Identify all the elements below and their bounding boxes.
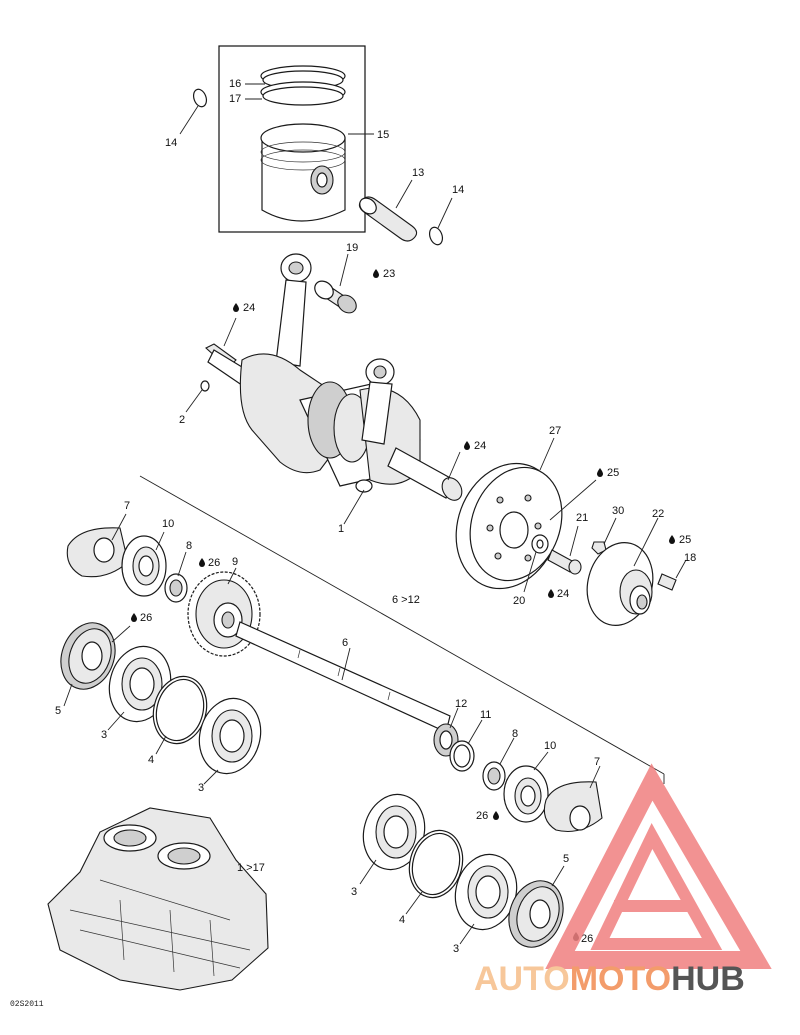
brand-text-moto: MOTO xyxy=(570,960,671,998)
callout-3: 3 xyxy=(198,782,204,794)
diagram-code: 02S2011 xyxy=(10,1000,44,1009)
oring-4-left xyxy=(152,675,208,745)
bearing-3-right-b xyxy=(454,853,518,931)
callout-25: 25 xyxy=(607,467,619,479)
drop-icon xyxy=(373,269,379,278)
piston-clip-left xyxy=(192,88,208,108)
callout-1: 1 xyxy=(338,523,344,535)
drop-icon xyxy=(548,589,554,598)
callout-14: 14 xyxy=(452,184,464,196)
oring-4-right xyxy=(408,829,464,899)
svg-text:AUTOMOTOHUB: AUTOMOTOHUB xyxy=(474,960,745,998)
drop-icon xyxy=(669,535,675,544)
washer-20 xyxy=(531,534,549,554)
callout-4: 4 xyxy=(399,914,405,926)
callout-labels: 16 17 15 14 13 14 19 23 24 2 24 27 25 1 … xyxy=(55,78,696,955)
ball-bearing-10-left xyxy=(121,535,167,597)
callout-24: 24 xyxy=(243,302,255,314)
callout-20: 20 xyxy=(513,595,525,607)
bolt-21 xyxy=(547,549,582,575)
callout-16: 16 xyxy=(229,78,241,90)
bearing-3-right-a xyxy=(362,793,426,871)
automotohub-logo xyxy=(545,763,772,969)
gear-9 xyxy=(187,571,261,657)
drive-flange-22 xyxy=(586,541,654,627)
callout-10: 10 xyxy=(162,518,174,530)
drop-icon xyxy=(233,303,239,312)
oring-2 xyxy=(200,380,210,392)
seal-8-left xyxy=(164,573,188,603)
drop-icon xyxy=(199,558,205,567)
callout-24: 24 xyxy=(474,440,486,452)
callout-14: 14 xyxy=(165,137,177,149)
cover-plate-5-left xyxy=(60,622,116,690)
callout-3: 3 xyxy=(351,886,357,898)
callout-18: 18 xyxy=(684,552,696,564)
callout-26: 26 xyxy=(476,810,488,822)
drop-icon xyxy=(464,441,470,450)
callout-23: 23 xyxy=(383,268,395,280)
automotohub-wordmark: AUTOMOTOHUB xyxy=(474,960,745,998)
drop-icon xyxy=(493,811,499,820)
bearing-3-left-b xyxy=(198,697,262,775)
callout-3: 3 xyxy=(101,729,107,741)
callout-26: 26 xyxy=(140,612,152,624)
piston xyxy=(260,123,346,222)
piston-group-frame xyxy=(218,45,366,233)
callout-25: 25 xyxy=(679,534,691,546)
callout-2: 2 xyxy=(179,414,185,426)
screw-18 xyxy=(657,573,677,591)
connecting-rod-upper xyxy=(275,253,312,367)
callout-26: 26 xyxy=(581,933,593,945)
drop-icon xyxy=(597,468,603,477)
brand-text-hub: HUB xyxy=(671,960,745,998)
callout-5: 5 xyxy=(563,853,569,865)
bracket-line xyxy=(139,475,665,784)
piston-rings xyxy=(260,65,346,106)
magneto-rotor xyxy=(455,462,563,590)
callout-6-12: 6 >12 xyxy=(392,594,420,606)
ball-bearing-10-right xyxy=(503,765,549,823)
seal-8-right xyxy=(482,761,506,791)
leader-lines xyxy=(63,83,687,945)
lubricant-drop-icons xyxy=(131,269,675,941)
callout-6: 6 xyxy=(342,637,348,649)
engine-block xyxy=(47,807,269,991)
callout-8: 8 xyxy=(186,540,192,552)
callout-9: 9 xyxy=(232,556,238,568)
needle-bearing xyxy=(314,280,357,314)
callout-13: 13 xyxy=(412,167,424,179)
callout-19: 19 xyxy=(346,242,358,254)
callout-30: 30 xyxy=(612,505,624,517)
callout-5: 5 xyxy=(55,705,61,717)
balance-weight-7-right xyxy=(543,781,603,833)
callout-24: 24 xyxy=(557,588,569,600)
callout-1-17: 1 >17 xyxy=(237,862,265,874)
callout-21: 21 xyxy=(576,512,588,524)
callout-27: 27 xyxy=(549,425,561,437)
callout-4: 4 xyxy=(148,754,154,766)
piston-clip-right xyxy=(428,226,444,246)
callout-7: 7 xyxy=(124,500,130,512)
callout-15: 15 xyxy=(377,129,389,141)
drop-icon xyxy=(131,613,137,622)
callout-10: 10 xyxy=(544,740,556,752)
circlip-11 xyxy=(449,740,475,772)
callout-12: 12 xyxy=(455,698,467,710)
callout-17: 17 xyxy=(229,93,241,105)
callout-22: 22 xyxy=(652,508,664,520)
callout-26: 26 xyxy=(208,557,220,569)
balance-weight-7-left xyxy=(66,527,129,578)
piston-pin xyxy=(358,196,418,242)
crankshaft xyxy=(205,343,463,501)
callout-3: 3 xyxy=(453,943,459,955)
callout-11: 11 xyxy=(480,709,491,721)
callout-7: 7 xyxy=(594,756,600,768)
cover-plate-5-right xyxy=(508,880,564,948)
brand-text-auto: AUTO xyxy=(474,960,570,998)
callout-8: 8 xyxy=(512,728,518,740)
